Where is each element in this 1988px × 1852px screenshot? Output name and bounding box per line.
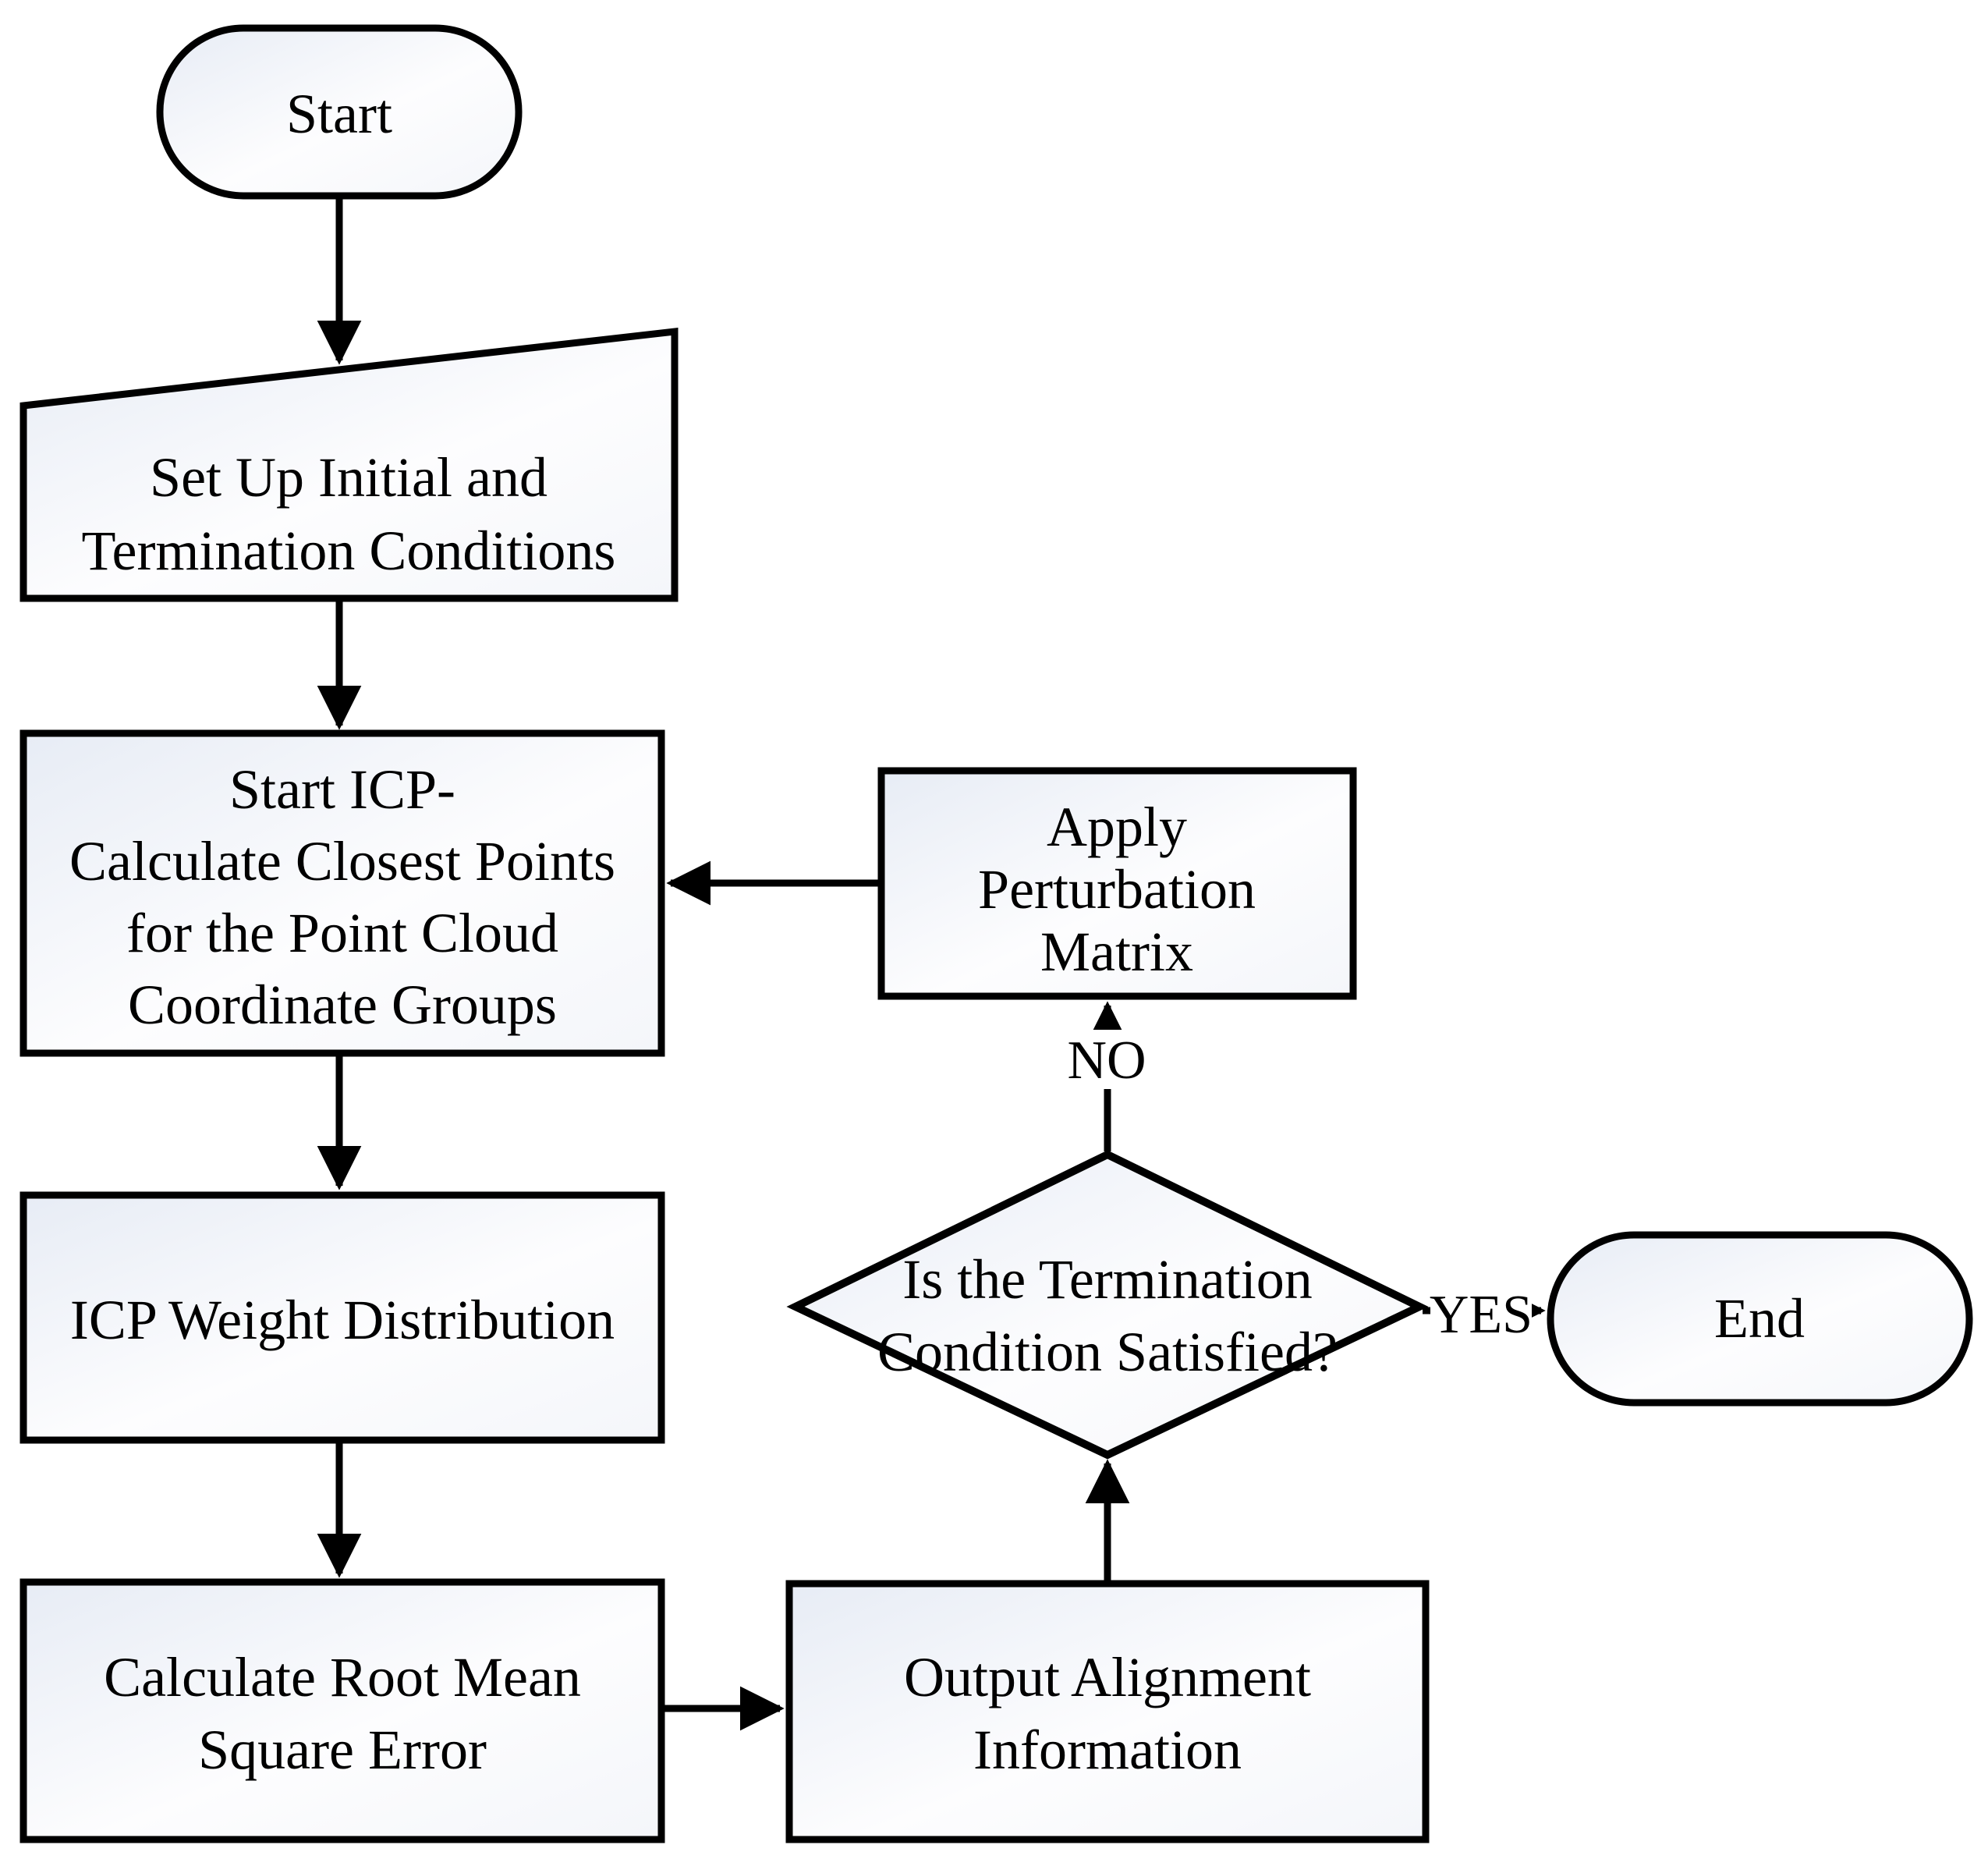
- perturbation-label-line1: Apply: [1047, 796, 1187, 858]
- yes-label: YES: [1430, 1285, 1533, 1345]
- setup-label-line2: Termination Conditions: [82, 520, 616, 582]
- output-process-shape: [785, 1580, 1430, 1843]
- edge-label-group: NO YES: [1063, 1030, 1533, 1345]
- icp-weight-process-shape: [19, 1191, 665, 1444]
- perturbation-process-shape: [877, 767, 1357, 1000]
- output-label-line2: Information: [973, 1719, 1242, 1781]
- perturbation-label-line2: Perturbation: [978, 858, 1256, 921]
- node-group: Start Set Up Initial and Termination Con…: [19, 24, 1973, 1843]
- start-icp-process-shape: [19, 729, 665, 1057]
- start-terminator-shape: [156, 24, 523, 200]
- yes-label-background: [1430, 1284, 1532, 1342]
- no-label: NO: [1067, 1031, 1146, 1091]
- decision-label-line1: Is the Termination: [902, 1248, 1313, 1311]
- start-icp-label-line2: Calculate Closest Points: [69, 830, 615, 892]
- icp-weight-label: ICP Weight Distribution: [70, 1289, 615, 1351]
- start-icp-label-line3: for the Point Cloud: [126, 902, 558, 964]
- setup-label-line1: Set Up Initial and: [150, 446, 547, 509]
- decision-diamond-shape: [786, 1150, 1429, 1460]
- start-label: Start: [286, 83, 392, 145]
- setup-manual-operation-shape: [19, 327, 679, 602]
- end-terminator-shape: [1547, 1231, 1973, 1407]
- rmse-label-line2: Square Error: [198, 1719, 487, 1781]
- no-label-background: [1063, 1030, 1150, 1089]
- perturbation-label-line3: Matrix: [1040, 921, 1193, 983]
- end-label: End: [1714, 1287, 1805, 1350]
- start-icp-label-line4: Coordinate Groups: [128, 974, 557, 1036]
- start-icp-label-line1: Start ICP-: [229, 758, 455, 821]
- decision-label-line2: Condition Satisfied?: [877, 1321, 1338, 1383]
- rmse-label-line1: Calculate Root Mean: [104, 1646, 581, 1708]
- output-label-line1: Output Alignment: [904, 1646, 1311, 1708]
- rmse-process-shape: [19, 1578, 665, 1843]
